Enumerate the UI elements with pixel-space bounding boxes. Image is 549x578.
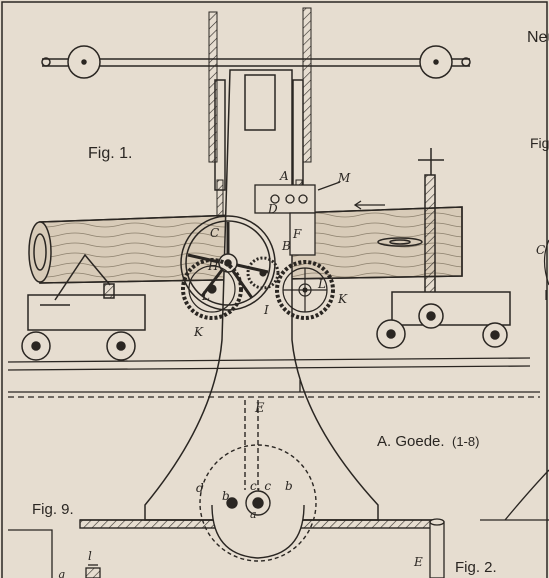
letter-i: I: [263, 303, 269, 317]
fig-fragment-label: Fig: [530, 135, 549, 151]
right-log-carriage: [376, 148, 511, 349]
figure-range: (1-8): [452, 434, 479, 449]
header-fragment: Neu: [527, 29, 549, 46]
gear-left-k: [181, 258, 243, 320]
letter-l-right: L: [317, 277, 326, 291]
letter-m: M: [337, 171, 351, 185]
letter-g: g: [58, 568, 65, 578]
letter-l-lower: l: [88, 549, 92, 563]
letter-b-upper: B: [281, 239, 291, 253]
fig1-label: Fig. 1.: [88, 145, 132, 162]
letter-a-lower: a: [250, 508, 257, 521]
fig9-fragment: [8, 529, 101, 578]
letter-k-left: K: [193, 325, 204, 339]
left-log-carriage: [21, 253, 146, 361]
letter-c-wheel: C: [210, 226, 219, 240]
fig2-fragment: [429, 469, 549, 578]
letter-k-right: K: [337, 292, 348, 306]
carriage-block: [254, 181, 341, 256]
letter-d: D: [267, 202, 278, 216]
letter-c-lower: c, c: [250, 479, 271, 493]
letter-b-right: b: [285, 479, 293, 493]
right-edge-fragment: [543, 239, 549, 300]
top-rail-assembly: [41, 45, 471, 79]
fig2-label: Fig. 2.: [455, 559, 497, 576]
lower-wheel-housing: [79, 400, 436, 562]
letter-e: E: [254, 401, 265, 416]
letter-a-upper: A: [279, 169, 289, 183]
gear-right-k: [275, 260, 335, 320]
author-label: A. Goede.: [377, 433, 445, 450]
letter-f: F: [292, 227, 302, 241]
feed-arrow: [353, 200, 385, 210]
letter-b-left: b: [222, 489, 230, 503]
letter-e-lower: E: [413, 555, 423, 569]
fig9-label: Fig. 9.: [32, 501, 74, 518]
gear-center: [246, 256, 280, 290]
letter-c-right: C: [536, 243, 545, 257]
floor-rails: [7, 357, 540, 398]
letter-l-left: L: [201, 289, 210, 303]
letter-h: H: [207, 259, 219, 273]
letter-d-lower: d: [196, 481, 204, 495]
